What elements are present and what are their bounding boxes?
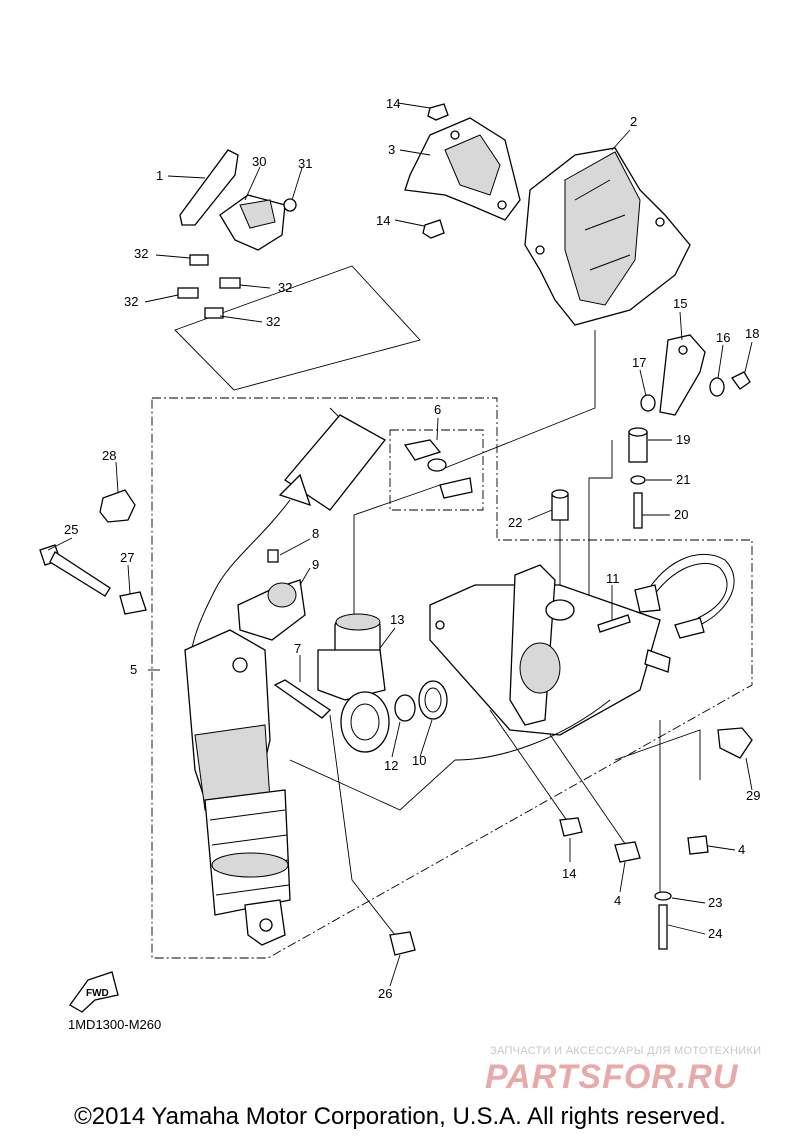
part-3-bracket <box>404 117 521 221</box>
callout-27: 27 <box>120 550 134 565</box>
part-6-clamp-kit <box>403 439 473 499</box>
callout-9: 9 <box>312 557 319 572</box>
part-14-nut-bottom <box>559 817 583 837</box>
part-27-collar <box>119 591 147 615</box>
callout-24: 24 <box>708 926 722 941</box>
part-15-bracket <box>659 334 706 416</box>
part-10-seal <box>418 680 448 720</box>
callout-30: 30 <box>252 154 266 169</box>
callout-17: 17 <box>632 355 646 370</box>
callout-22: 22 <box>508 515 522 530</box>
callout-32: 32 <box>134 246 148 261</box>
part-7-shaft <box>273 679 332 719</box>
callout-2: 2 <box>630 114 637 129</box>
leader-26-up <box>329 714 396 936</box>
callout-15: 15 <box>673 296 687 311</box>
callout-16: 16 <box>716 330 730 345</box>
part-25-bolt <box>39 544 111 597</box>
callout-32: 32 <box>278 280 292 295</box>
part-8-screw <box>267 549 279 563</box>
callout-26: 26 <box>378 986 392 1001</box>
part-20-bolt <box>633 492 643 529</box>
callout-32: 32 <box>266 314 280 329</box>
part-4-bolt-left <box>614 841 641 863</box>
callout-12: 12 <box>384 758 398 773</box>
callout-3: 3 <box>388 142 395 157</box>
part-19-spacer <box>628 427 648 463</box>
leader-29 <box>614 729 701 780</box>
callout-5: 5 <box>130 662 137 677</box>
watermark-caption: ЗАПЧАСТИ И АКСЕССУАРЫ ДЛЯ МОТОТЕХНИКИ <box>490 1045 762 1057</box>
part-5-shock-absorber <box>184 414 386 946</box>
callout-14: 14 <box>376 213 390 228</box>
part-9-sensor <box>237 579 306 641</box>
fwd-label: FWD <box>86 988 109 999</box>
part-24-bolt <box>658 904 668 950</box>
callout-14: 14 <box>386 96 400 111</box>
callout-31: 31 <box>298 156 312 171</box>
callout-11: 11 <box>606 571 620 586</box>
part-12-gear <box>394 694 416 722</box>
copyright-notice: ©2014 Yamaha Motor Corporation, U.S.A. A… <box>74 1103 726 1130</box>
part-26-collar <box>389 931 416 956</box>
part-2-housing <box>524 147 691 326</box>
part-21-washer <box>630 475 646 485</box>
part-23-washer <box>654 891 672 901</box>
part-17-collar <box>640 394 656 412</box>
callout-4: 4 <box>614 893 621 908</box>
leader-shock-mount <box>289 759 456 811</box>
callout-32: 32 <box>124 294 138 309</box>
callout-10: 10 <box>412 753 426 768</box>
part-1-plate <box>179 149 239 226</box>
leader-bracket-to-reservoir <box>174 265 421 391</box>
callouts: 14 3 14 2 1 30 31 32 32 32 32 15 16 18 1… <box>64 96 760 1001</box>
part-30-bracket <box>219 194 286 251</box>
callout-1: 1 <box>156 168 163 183</box>
callout-leaders <box>47 102 753 987</box>
leader-14-lower <box>489 709 571 826</box>
callout-13: 13 <box>390 612 404 627</box>
callout-8: 8 <box>312 526 319 541</box>
callout-25: 25 <box>64 522 78 537</box>
callout-14: 14 <box>562 866 576 881</box>
part-31-bolt <box>283 198 297 212</box>
leader-13-link <box>353 484 441 650</box>
part-13-motor <box>317 613 390 753</box>
leader-4-lower <box>539 719 629 849</box>
part-18-bolt <box>731 371 751 390</box>
clamp-kit-boundary <box>389 429 484 511</box>
hose-lines <box>454 553 735 761</box>
part-28-clip <box>99 489 136 523</box>
part-14-nut-mid <box>422 219 445 239</box>
callout-29: 29 <box>746 788 760 803</box>
callout-20: 20 <box>674 507 688 522</box>
callout-19: 19 <box>676 432 690 447</box>
part-22-spacer <box>551 489 569 521</box>
leader-19-down <box>588 440 613 640</box>
watermark-logo: PARTSFOR.RU <box>485 1058 739 1096</box>
part-4-bolt-right <box>687 835 709 855</box>
part-16-washer <box>709 377 725 397</box>
callout-6: 6 <box>434 402 441 417</box>
fwd-arrow-icon: FWD <box>69 971 119 1013</box>
part-29-connector <box>717 727 753 759</box>
part-11-screw <box>597 614 631 633</box>
callout-7: 7 <box>294 641 301 656</box>
callout-28: 28 <box>102 448 116 463</box>
part-32-clips <box>177 254 241 319</box>
leader-15-to-clamp <box>439 330 596 471</box>
callout-4: 4 <box>738 842 745 857</box>
callout-18: 18 <box>745 326 759 341</box>
callout-23: 23 <box>708 895 722 910</box>
actuator-housing <box>429 564 661 736</box>
callout-21: 21 <box>676 472 690 487</box>
diagram-code: 1MD1300-M260 <box>68 1017 162 1032</box>
part-14-nut-top <box>427 103 449 121</box>
